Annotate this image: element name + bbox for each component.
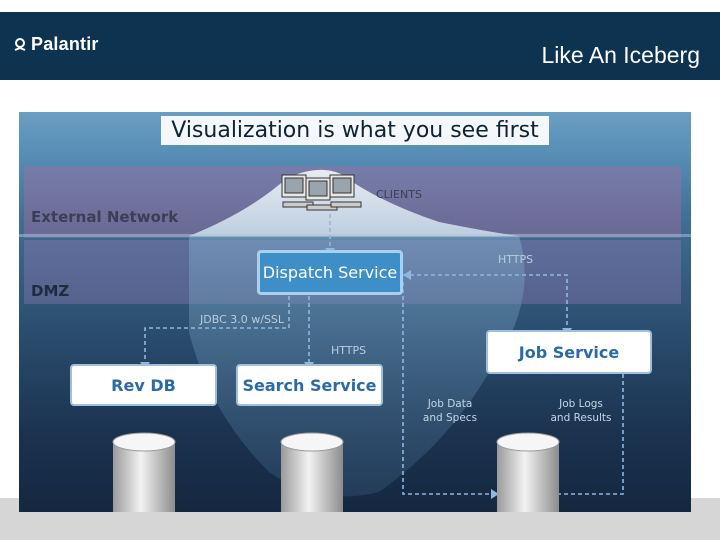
search-db-cylinder-icon	[280, 432, 344, 512]
edge-label-job-logs: Job Logs and Results	[545, 397, 617, 425]
palantir-logo: Palantir	[14, 34, 99, 55]
dispatch-service-label: Dispatch Service	[262, 263, 398, 282]
job-data-line2: and Specs	[422, 412, 478, 424]
iceberg-diagram: Visualization is what you see first Exte…	[19, 112, 691, 512]
job-db-cylinder-icon	[496, 432, 560, 512]
edge-label-https-job: HTTPS	[498, 253, 534, 266]
zone-label-external-network: External Network	[31, 208, 179, 226]
clients-computers-icon	[281, 174, 362, 211]
zone-label-dmz: DMZ	[31, 282, 70, 300]
search-service-label: Search Service	[242, 375, 377, 395]
clients-label: CLIENTS	[376, 188, 422, 201]
palantir-logo-icon	[14, 37, 26, 53]
search-service-node: Search Service	[236, 364, 383, 406]
edge-label-jdbc: JDBC 3.0 w/SSL	[200, 313, 285, 326]
dispatch-service-node: Dispatch Service	[257, 250, 403, 295]
edge-label-job-data: Job Data and Specs	[415, 397, 485, 425]
job-data-line1: Job Data	[427, 398, 473, 410]
diagram-title-text: Visualization is what you see first	[161, 116, 549, 145]
logo-text: Palantir	[31, 34, 99, 54]
edge-label-https-search: HTTPS	[331, 344, 367, 357]
database-cylinders	[112, 432, 560, 512]
job-service-label: Job Service	[518, 342, 620, 362]
slide-title: Like An Iceberg	[541, 42, 700, 68]
rev-db-cylinder-icon	[112, 432, 176, 512]
diagram-title: Visualization is what you see first	[19, 116, 691, 145]
job-logs-line2: and Results	[550, 412, 612, 424]
rev-db-node: Rev DB	[70, 364, 217, 406]
header-bar: Palantir Like An Iceberg	[0, 12, 720, 80]
job-logs-line1: Job Logs	[559, 398, 603, 410]
job-service-node: Job Service	[486, 330, 652, 374]
rev-db-label: Rev DB	[111, 375, 176, 395]
